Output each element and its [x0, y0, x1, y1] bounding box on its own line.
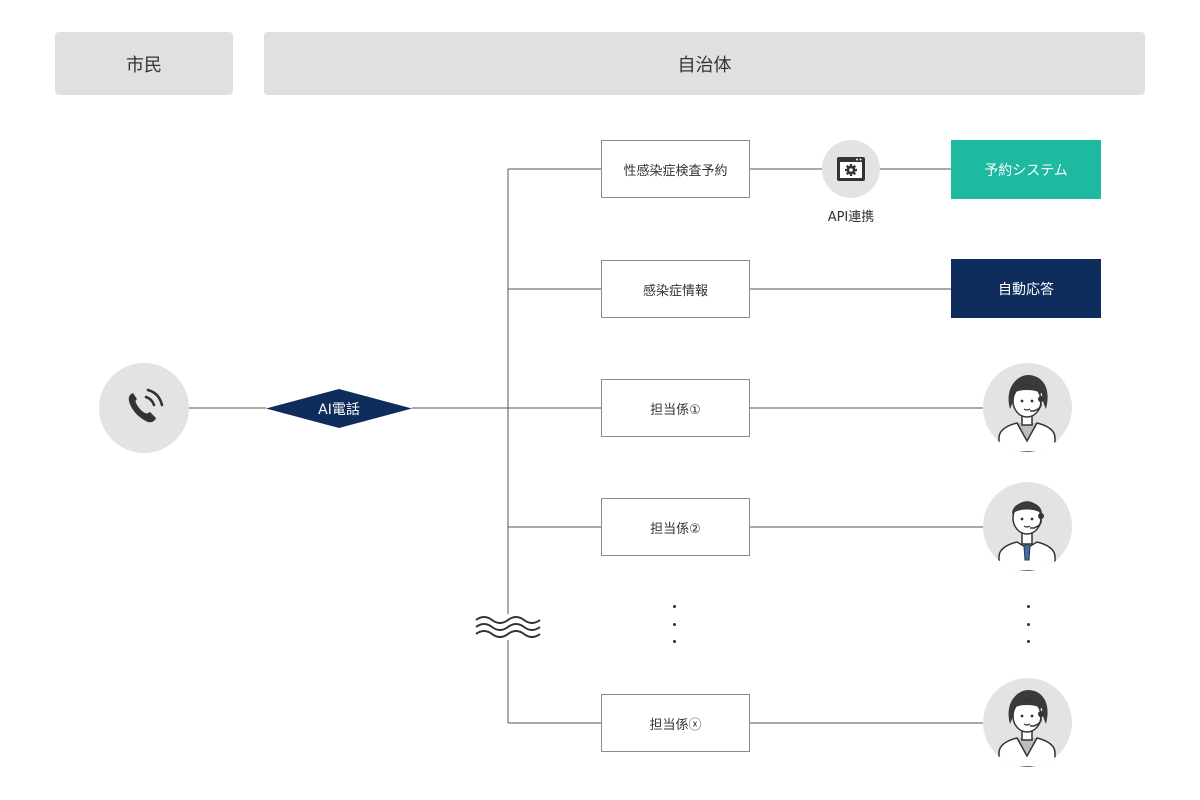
- api-label: API連携: [827, 210, 875, 225]
- info-label: 感染症情報: [642, 283, 708, 299]
- staffx-label: 担当係ⓧ: [649, 717, 702, 733]
- citizen-header-label: 市民: [126, 54, 162, 76]
- staff2-label: 担当係②: [650, 521, 701, 537]
- staff2-box: 担当係②: [601, 498, 750, 556]
- api-caption: API連携: [801, 206, 901, 225]
- operator-avatar-icon: [983, 678, 1072, 767]
- operator-avatar-icon: [983, 363, 1072, 452]
- ai-phone-diamond-shape: [266, 389, 412, 428]
- staffx-box: 担当係ⓧ: [601, 694, 750, 752]
- staff1-box: 担当係①: [601, 379, 750, 437]
- phone-icon: [99, 363, 189, 453]
- reservation-label: 性感染症検査予約: [623, 163, 728, 179]
- ai-phone-label: AI電話: [318, 401, 360, 418]
- reservation-box: 性感染症検査予約: [601, 140, 750, 198]
- reservation-system-label: 予約システム: [984, 162, 1068, 179]
- auto-response-box: 自動応答: [951, 259, 1101, 318]
- operator-avatar-icon: [983, 482, 1072, 571]
- info-box: 感染症情報: [601, 260, 750, 318]
- reservation-system-box: 予約システム: [951, 140, 1101, 199]
- staff1-label: 担当係①: [650, 402, 701, 418]
- auto-response-label: 自動応答: [998, 281, 1054, 298]
- ellipsis-middle: [672, 605, 676, 643]
- ellipsis-right: [1026, 605, 1030, 643]
- municipality-header: 自治体: [264, 32, 1145, 95]
- municipality-header-label: 自治体: [677, 54, 732, 76]
- gear-window-icon: [822, 140, 880, 198]
- citizen-header: 市民: [55, 32, 233, 95]
- ai-phone-node: AI電話: [266, 389, 412, 428]
- break-mark: [475, 616, 541, 638]
